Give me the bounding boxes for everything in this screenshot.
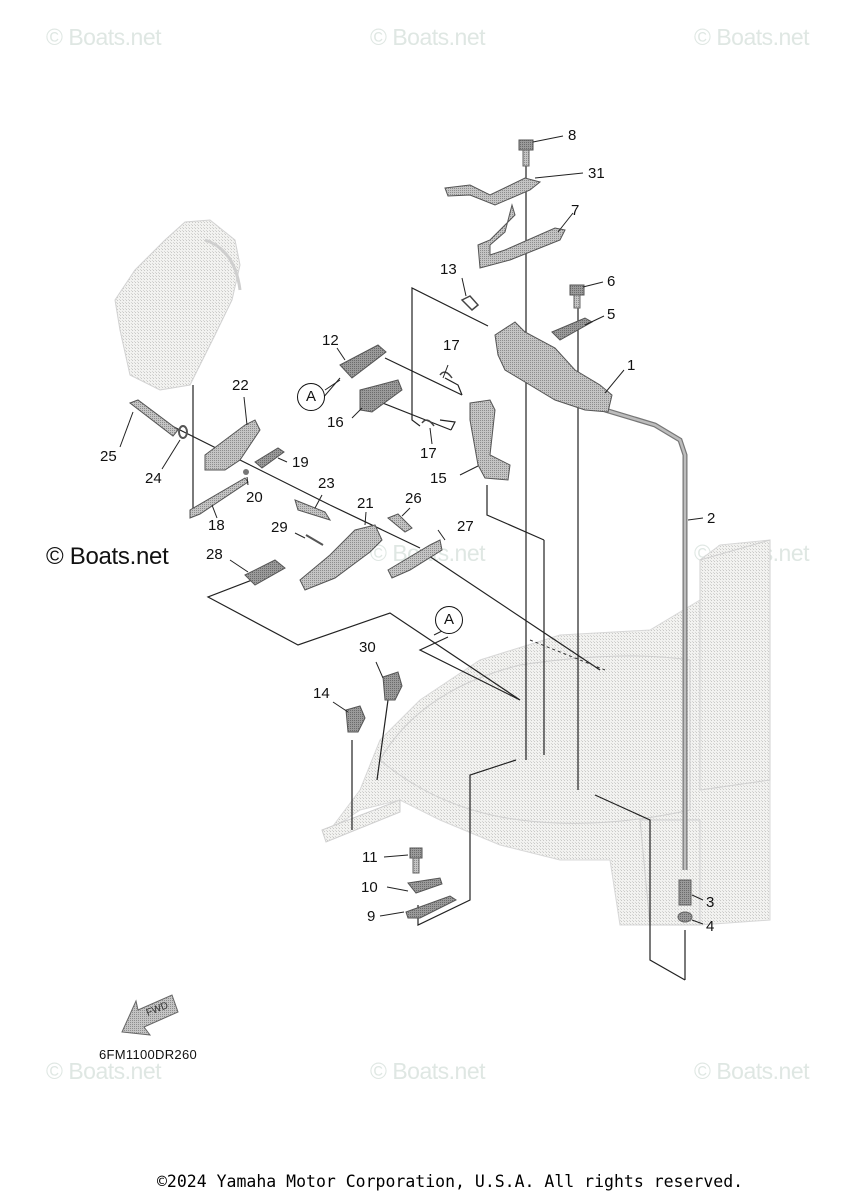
part-31-plate — [444, 177, 542, 206]
callout-label: 27 — [457, 518, 474, 535]
part-29-clip — [305, 534, 324, 546]
callout-label: 2 — [707, 510, 716, 527]
callout-label: 20 — [246, 489, 263, 506]
copyright-footer: ©2024 Yamaha Motor Corporation, U.S.A. A… — [157, 1172, 744, 1191]
part-20-nut — [243, 469, 249, 475]
callout-label: 17 — [420, 445, 437, 462]
watermark: © Boats.net — [370, 1058, 486, 1084]
part-16-link — [359, 379, 403, 413]
callout-label: 12 — [322, 332, 339, 349]
part-13-clip — [460, 295, 480, 312]
part-7-bracket — [477, 203, 566, 269]
callout-label: 25 — [100, 448, 117, 465]
part-6-bolt — [569, 284, 585, 309]
callout-label: 4 — [706, 918, 715, 935]
part-28-link — [244, 559, 286, 586]
part-5-plate — [551, 317, 594, 341]
callout-label: 19 — [292, 454, 309, 471]
part-30-clip — [382, 671, 403, 701]
part-21-lever — [299, 524, 383, 591]
part-26-bolt — [387, 513, 413, 533]
callout-label: 7 — [571, 202, 580, 219]
part-3-sleeve — [678, 879, 692, 906]
callout-label: 17 — [443, 337, 460, 354]
part-17-clip — [439, 371, 453, 379]
throttle-body-background — [114, 219, 242, 391]
part-22-lever — [204, 419, 261, 471]
part-9-plate — [405, 895, 457, 919]
part-15-lever — [469, 399, 511, 481]
diagram-code: 6FM1100DR260 — [99, 1047, 198, 1062]
callout-label: 11 — [362, 849, 378, 866]
callout-label: 5 — [607, 306, 616, 323]
callout-label: 22 — [232, 377, 249, 394]
callout-label: 3 — [706, 894, 715, 911]
callout-label: 9 — [367, 908, 376, 925]
callout-label: 13 — [440, 261, 457, 278]
engine-housing-background — [321, 539, 771, 926]
callout-label: 28 — [206, 546, 223, 563]
callout-label: 26 — [405, 490, 422, 507]
callout-label: 31 — [588, 165, 605, 182]
callout-label: 8 — [568, 127, 577, 144]
callout-label: 1 — [627, 357, 636, 374]
callout-label: 23 — [318, 475, 335, 492]
watermark-bold: © Boats.net — [46, 543, 169, 570]
callout-label: 6 — [607, 273, 616, 290]
callout-label: 24 — [145, 470, 162, 487]
part-14-clip — [345, 705, 366, 733]
callout-label: 16 — [327, 414, 344, 431]
callout-label: 18 — [208, 517, 225, 534]
part-2-rod — [604, 407, 688, 870]
watermark: © Boats.net — [370, 24, 486, 50]
part-18-rod — [189, 477, 249, 519]
part-10-plate — [407, 877, 443, 894]
part-19-spring — [254, 447, 285, 469]
callout-label: 15 — [430, 470, 447, 487]
reference-marker-a: A — [297, 383, 325, 411]
watermark: © Boats.net — [46, 1058, 162, 1084]
callout-label: 10 — [361, 879, 378, 896]
callout-label: 14 — [313, 685, 330, 702]
part-1-shift-assembly — [494, 321, 613, 413]
callout-label: 30 — [359, 639, 376, 656]
part-17-clip — [421, 419, 435, 427]
callout-label: 21 — [357, 495, 374, 512]
part-27-bracket — [387, 539, 443, 579]
part-11-bolt — [409, 847, 423, 874]
callout-label: 29 — [271, 519, 288, 536]
watermark: © Boats.net — [694, 24, 810, 50]
part-8-bolt — [518, 139, 534, 167]
part-25-bolt — [128, 399, 179, 437]
part-12-link — [339, 344, 387, 379]
part-24-washer — [178, 425, 188, 439]
fwd-direction-arrow — [121, 994, 179, 1036]
reference-marker-a: A — [435, 606, 463, 634]
watermark: © Boats.net — [694, 1058, 810, 1084]
watermark: © Boats.net — [46, 24, 162, 50]
part-4-washer — [677, 911, 693, 923]
